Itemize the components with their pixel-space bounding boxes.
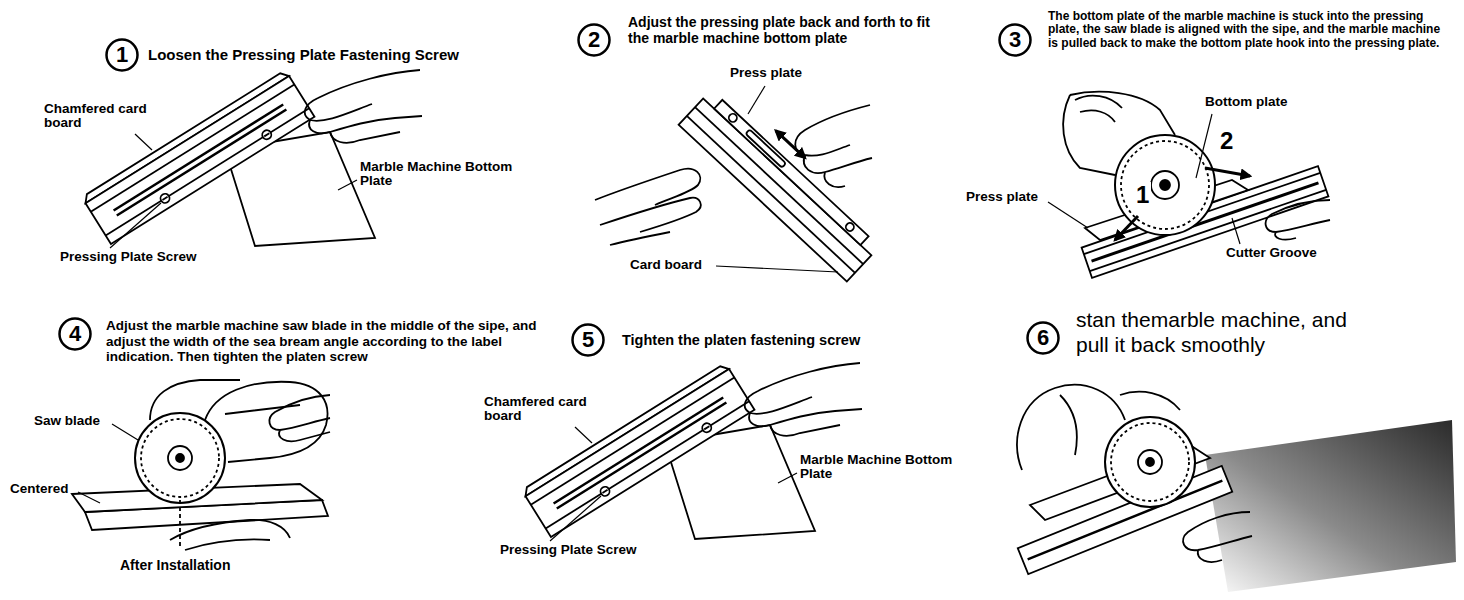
pull-back-art [1146, 458, 1154, 466]
part-label: Chamfered card board [44, 102, 154, 130]
step-instruction: Loosen the Pressing Plate Fastening Scre… [148, 46, 568, 63]
callout-number: 2 [1218, 128, 1235, 153]
leader-line [1048, 202, 1088, 228]
step-number: 6 [1026, 321, 1060, 355]
step-number-circle: 2Adjust the pressing plate back and fort… [577, 23, 611, 57]
saw-blade [1115, 135, 1215, 235]
center-blade-art [72, 380, 330, 550]
step-number-circle: 4Adjust the marble machine saw blade in … [58, 317, 92, 351]
step-instruction: Adjust the marble machine saw blade in t… [106, 318, 561, 365]
leader-line [110, 203, 161, 248]
card-board [727, 112, 738, 123]
part-label: Saw blade [34, 414, 100, 428]
step-number: 1 [105, 38, 139, 72]
part-label: Pressing Plate Screw [60, 250, 197, 264]
leader-line [1196, 114, 1212, 178]
part-label: Press plate [730, 66, 802, 80]
part-label: Marble Machine Bottom Plate [360, 160, 520, 188]
saw-blade [135, 413, 225, 503]
hook-plate-art [1048, 92, 1330, 278]
hand [269, 395, 330, 441]
center-blade-art [168, 446, 192, 470]
hand [595, 169, 701, 245]
leader-line [1232, 218, 1240, 244]
chamfered-board [264, 133, 269, 136]
part-label: Pressing Plate Screw [500, 543, 637, 557]
part-label: Chamfered card board [484, 395, 594, 423]
chamfered-board [261, 129, 273, 141]
saw-blade [1105, 417, 1195, 507]
step-instruction: stan themarble machine, and pull it back… [1076, 307, 1376, 357]
step-instruction: The bottom plate of the marble machine i… [1048, 10, 1453, 50]
chamfered-board [82, 70, 315, 244]
step-number-circle: 6stan themarble machine, and pull it bac… [1026, 321, 1060, 355]
card-board [679, 98, 872, 281]
tighten-screw-art [522, 363, 862, 541]
chamfered-board [162, 197, 167, 200]
hand [305, 70, 422, 143]
hand [1266, 200, 1330, 240]
part-label: Centered [10, 482, 69, 496]
hook-plate-art [1121, 141, 1209, 229]
card-board [695, 107, 863, 264]
hook-plate-art [1151, 171, 1179, 199]
step-number: 3 [998, 23, 1032, 57]
hook-plate-art [1160, 180, 1170, 190]
step-number: 2 [577, 23, 611, 57]
leader-line [135, 134, 152, 150]
step-number-circle: 3The bottom plate of the marble machine … [998, 23, 1032, 57]
leader-line [338, 180, 357, 190]
step-number: 4 [58, 317, 92, 351]
step-number-circle: 5Tighten the platen fastening screw [571, 323, 605, 357]
loosen-screw-art [82, 70, 422, 248]
step-number: 5 [571, 323, 605, 357]
pull-back-art [1138, 450, 1162, 474]
stone-slab [1205, 420, 1456, 592]
adjust-plate-art [595, 79, 889, 281]
part-label: Bottom plate [1205, 95, 1288, 109]
leader-line [716, 266, 838, 272]
part-label: Press plate [966, 190, 1038, 204]
part-label: Marble Machine Bottom Plate [800, 453, 960, 481]
chamfered-board [106, 108, 310, 235]
part-label: Cutter Groove [1226, 246, 1317, 260]
center-mark [179, 500, 181, 548]
hand [170, 520, 290, 550]
card-board [687, 116, 855, 273]
pull-back-art [1017, 385, 1456, 592]
card-board [714, 100, 868, 245]
step-instruction: Adjust the pressing plate back and forth… [628, 14, 948, 46]
part-label: Card board [630, 258, 702, 272]
step-instruction: Tighten the platen fastening screw [622, 332, 952, 349]
hand [1075, 96, 1122, 122]
motion-arrow [1205, 168, 1250, 176]
callout-number: 1 [1134, 182, 1151, 207]
card-board [844, 221, 855, 232]
leader-line [112, 424, 138, 440]
chamfered-board [114, 104, 284, 210]
step-number-circle: 1Loosen the Pressing Plate Fastening Scr… [105, 38, 139, 72]
hand [1183, 512, 1252, 562]
hand [795, 105, 872, 187]
part-label: After Installation [120, 558, 230, 573]
leader-line [78, 492, 100, 503]
leader-line [748, 86, 765, 114]
center-blade-art [141, 419, 219, 497]
motion-arrow [1115, 216, 1138, 240]
card-board [679, 79, 889, 281]
pull-back-art [1111, 423, 1189, 501]
chamfered-board [117, 110, 287, 216]
center-blade-art [176, 454, 184, 462]
